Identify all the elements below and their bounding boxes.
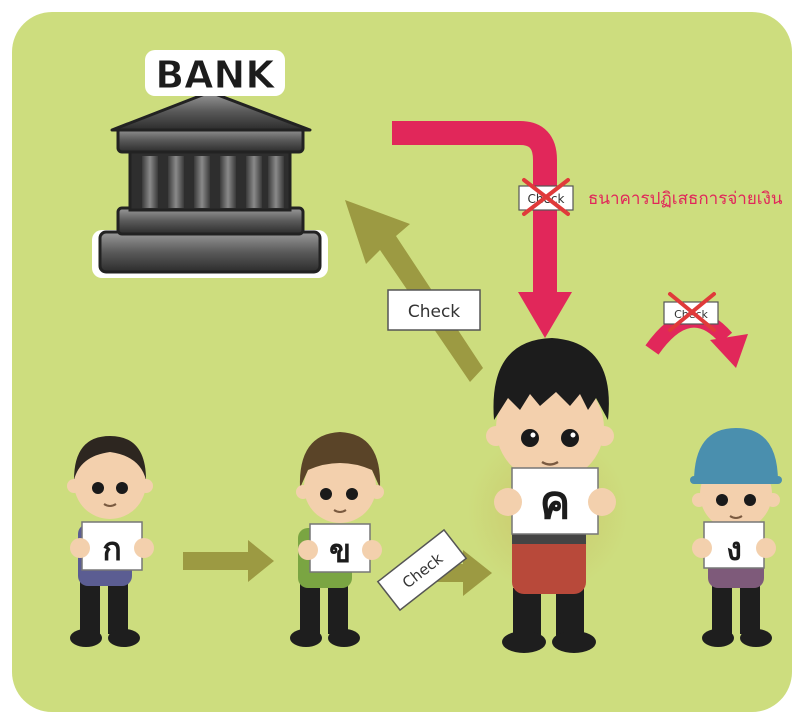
cross-mark-icon <box>522 178 570 216</box>
person-a-letter: ก <box>102 530 121 568</box>
person-a: ก <box>67 436 154 647</box>
refusal-text: ธนาคารปฏิเสธการจ่ายเงิน <box>588 189 783 209</box>
bank-label-backdrop <box>145 50 285 96</box>
arrow-bank-refusal <box>392 121 572 338</box>
person-d: ง <box>690 428 782 647</box>
person-c: ค <box>468 338 628 653</box>
check-to-bank-label: Check <box>408 302 460 322</box>
refused-check-onward: Check <box>663 292 719 332</box>
person-c-letter: ค <box>540 475 571 529</box>
cross-mark-icon <box>668 292 716 332</box>
person-b-letter: ข <box>329 532 351 570</box>
person-d-letter: ง <box>726 530 742 568</box>
bank: BANK <box>92 50 328 278</box>
bank-building-icon <box>92 90 328 278</box>
arrow-a-to-b <box>183 540 274 582</box>
refused-check-on-arrow: Check <box>518 178 574 216</box>
check-to-bank: Check <box>387 289 481 331</box>
person-b: ข <box>290 432 384 647</box>
bank-label: BANK <box>155 53 276 97</box>
